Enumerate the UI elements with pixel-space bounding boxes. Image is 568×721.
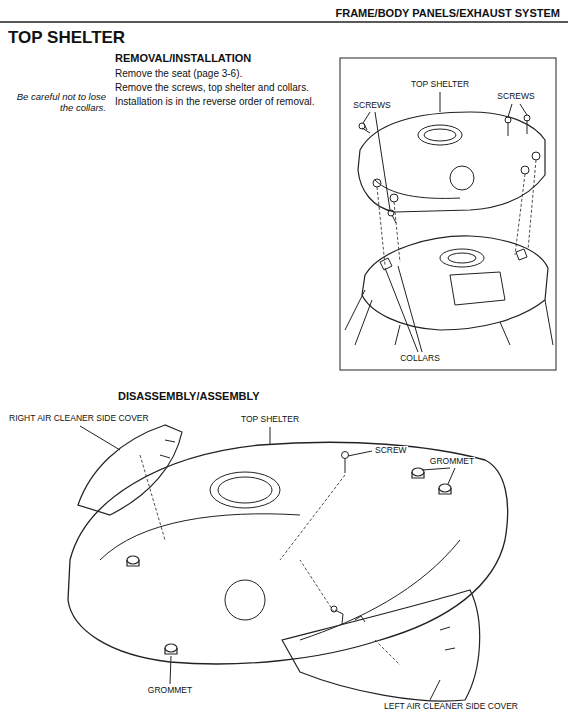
part-label: RIGHT AIR CLEANER SIDE COVER [8,414,150,424]
instruction: Installation is in the reverse order of … [115,96,315,108]
instruction: Remove the seat (page 3-6). [115,68,242,80]
part-label: TOP SHELTER [410,80,470,90]
section-title: TOP SHELTER [8,28,125,48]
part-label: GROMMET [429,457,475,467]
part-label: GROMMET [147,686,193,696]
part-label: COLLARS [399,354,441,364]
subheading: DISASSEMBLY/ASSEMBLY [118,390,260,403]
subheading: REMOVAL/INSTALLATION [115,52,251,65]
part-label: SCREWS [352,101,391,111]
instruction: Remove the screws, top shelter and colla… [115,82,309,94]
page-header: FRAME/BODY PANELS/EXHAUST SYSTEM [335,7,560,20]
part-label: LEFT AIR CLEANER SIDE COVER [383,702,519,712]
part-label: SCREW [374,446,408,456]
part-label: SCREWS [496,92,535,102]
part-label: TOP SHELTER [240,415,300,425]
side-note: Be careful not to lose the collars. [8,92,106,114]
